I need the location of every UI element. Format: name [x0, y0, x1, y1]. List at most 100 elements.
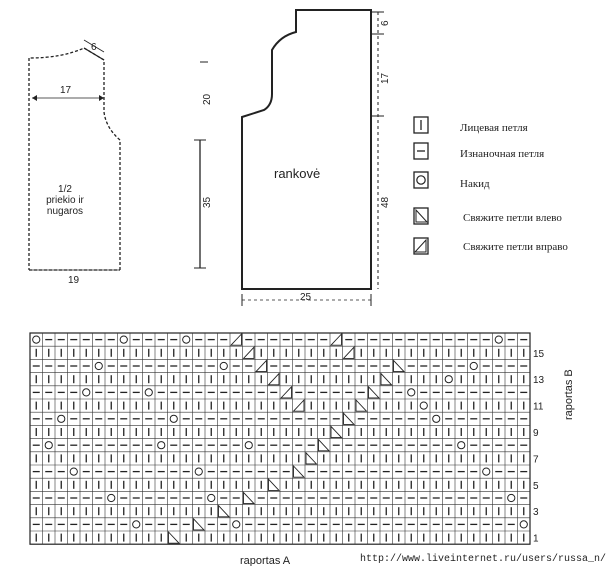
dim-sleeve-middle: 17	[380, 72, 391, 84]
chart-yarn-over	[482, 467, 491, 476]
row-number: 9	[533, 428, 539, 439]
chart-labels: raportas A raportas B 15 13 11 9 7 5 3 1 http:/…	[240, 349, 606, 566]
chart-label-right: raportas B	[563, 369, 575, 420]
dim-sleeve-top: 6	[380, 20, 391, 26]
yarn-over-icon-mark	[416, 175, 426, 185]
legend-item-knit: Лицевая петля	[413, 116, 528, 134]
chart-yarn-over	[169, 414, 178, 423]
legend-label-k2tog-left: Свяжите петли влево	[463, 212, 562, 224]
front-title-line1: 1/2	[58, 184, 72, 195]
chart-decrease	[368, 385, 381, 399]
chart-decrease	[254, 359, 267, 373]
chart-yarn-over	[232, 520, 241, 529]
chart-decrease	[393, 359, 406, 373]
sleeve-title: rankovė	[274, 166, 320, 181]
legend-item-purl: Изнаночная петля	[413, 142, 544, 160]
chart-label-bottom: raportas A	[240, 555, 291, 566]
row-number: 13	[533, 375, 545, 386]
chart-decrease	[318, 438, 331, 452]
yarn-over-icon	[413, 171, 429, 189]
legend-label-k2tog-right: Свяжите петли вправо	[463, 241, 568, 253]
chart-yarn-over	[82, 388, 91, 397]
chart-yarn-over	[132, 520, 141, 529]
legend-label-knit: Лицевая петля	[460, 122, 528, 134]
chart-yarn-over	[519, 520, 528, 529]
chart-decrease	[268, 478, 281, 491]
sleeve-outline	[241, 9, 372, 290]
chart-yarn-over	[194, 467, 203, 476]
chart-decrease	[343, 412, 356, 425]
chart-decrease	[242, 346, 255, 359]
chart-yarn-over	[69, 467, 78, 476]
chart-decrease	[292, 398, 305, 412]
chart-yarn-over	[57, 414, 66, 423]
row-number: 15	[533, 349, 545, 360]
legend-label-purl: Изнаночная петля	[460, 148, 544, 160]
chart-decrease	[193, 517, 206, 531]
chart-yarn-over	[444, 375, 453, 384]
chart-decrease	[293, 464, 306, 478]
chart-yarn-over	[119, 335, 128, 344]
scale-lower-label: 35	[202, 196, 213, 208]
dim-shoulder: 6	[91, 42, 97, 53]
sleeve-schema: 6 17 48 25 rankovė	[241, 9, 391, 306]
chart-yarn-over	[144, 388, 153, 397]
chart-decrease	[380, 372, 393, 386]
chart-yarn-over	[94, 361, 103, 371]
k2tog-left-icon-mark	[415, 208, 429, 223]
chart-yarn-over	[219, 361, 228, 371]
chart-decrease	[342, 346, 355, 359]
front-title-line2: priekio ir	[46, 195, 84, 206]
chart-yarn-over	[507, 493, 516, 503]
watermark: http://www.liveinternet.ru/users/russa_n…	[360, 553, 606, 565]
chart-yarn-over	[407, 388, 416, 397]
chart-yarn-over	[32, 335, 41, 344]
dim-sleeve-height: 48	[380, 196, 391, 208]
chart-yarn-over	[469, 361, 478, 371]
legend: Лицевая петля Изнаночная петля Накид Свя…	[413, 116, 568, 255]
neck-line	[83, 47, 105, 61]
scale-upper-label: 20	[202, 93, 213, 105]
chart-decrease	[243, 491, 256, 505]
stitch-chart	[29, 332, 531, 545]
chart-yarn-over	[207, 493, 216, 503]
chart-yarn-over	[44, 441, 53, 450]
k2tog-right-icon-mark	[413, 238, 427, 253]
chart-yarn-over	[432, 414, 441, 423]
chart-decrease	[267, 372, 280, 386]
legend-item-yarnover: Накид	[413, 171, 490, 190]
front-title-line3: nugaros	[47, 206, 83, 217]
chart-decrease	[168, 530, 181, 544]
height-scale: 20 35	[194, 61, 213, 269]
shoulder-dim-line	[83, 39, 105, 53]
dim-width-top: 17	[60, 85, 72, 96]
row-number: 11	[533, 402, 544, 413]
chart-yarn-over	[494, 335, 503, 344]
row-number: 5	[533, 481, 539, 492]
chart-yarn-over	[419, 401, 428, 410]
chart-decrease	[218, 504, 231, 518]
row-number: 1	[533, 534, 539, 545]
chart-decrease	[229, 332, 242, 346]
chart-decrease	[279, 385, 292, 399]
dim-sleeve-width: 25	[300, 292, 312, 303]
chart-decrease	[355, 398, 368, 412]
row-numbers: 15 13 11 9 7 5 3 1	[533, 349, 545, 545]
row-number: 3	[533, 507, 539, 518]
chart-yarn-over	[157, 441, 166, 450]
dim-width-bottom: 19	[68, 275, 80, 286]
front-back-outline	[28, 47, 121, 271]
chart-yarn-over	[457, 441, 466, 450]
legend-item-k2tog-right: Свяжите петли вправо	[413, 237, 568, 255]
legend-label-yarnover: Накид	[460, 178, 490, 190]
chart-decrease	[329, 332, 342, 346]
chart-yarn-over	[244, 441, 253, 450]
row-number: 7	[533, 454, 539, 465]
chart-decrease	[305, 451, 318, 465]
chart-decrease	[330, 425, 343, 439]
chart-yarn-over	[107, 493, 116, 503]
chart-yarn-over	[182, 335, 191, 344]
legend-item-k2tog-left: Свяжите петли влево	[413, 207, 562, 225]
front-back-schema: 6 17 19 1/2 priekio ir nugaros	[28, 39, 121, 286]
